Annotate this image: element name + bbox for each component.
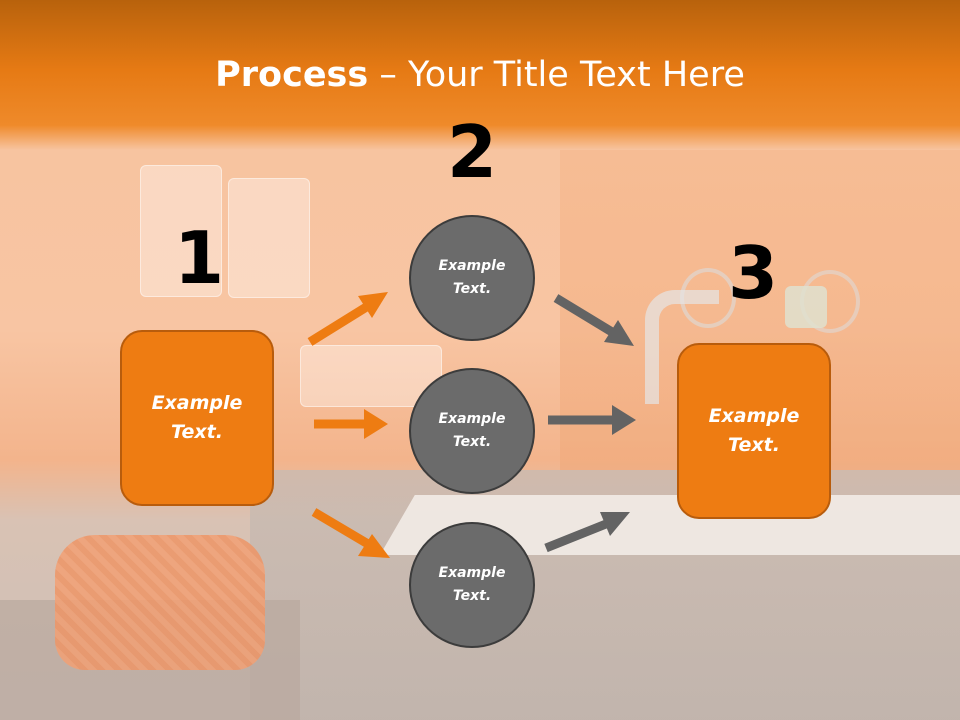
- arrow-bottom-to-3: [544, 512, 630, 553]
- title-rest: – Your Title Text Here: [368, 55, 745, 95]
- background-holder-block: [785, 286, 827, 328]
- slide-title: Process – Your Title Text Here: [0, 52, 960, 98]
- step-1-label: Example Text.: [151, 392, 243, 443]
- step-2-circle-bottom: Example Text.: [409, 522, 535, 648]
- step-number-3: 3: [727, 231, 779, 315]
- step-2-label-bottom: Example Text.: [438, 565, 506, 604]
- step-number-1: 1: [173, 216, 225, 300]
- background-glass-cup: [228, 178, 310, 298]
- step-number-2: 2: [446, 110, 498, 194]
- step-2-circle-middle: Example Text.: [409, 368, 535, 494]
- step-2-label-middle: Example Text.: [438, 411, 506, 450]
- step-2-label-top: Example Text.: [438, 258, 506, 297]
- step-3-label: Example Text.: [708, 405, 800, 456]
- step-2-circle-top: Example Text.: [409, 215, 535, 341]
- background-faucet: [645, 290, 719, 404]
- background-glass-jar: [140, 165, 222, 297]
- arrow-middle-to-3: [548, 405, 636, 435]
- background-towel: [55, 535, 265, 670]
- step-3-box: Example Text.: [677, 343, 831, 519]
- title-bold: Process: [215, 55, 369, 95]
- arrow-1-to-top: [307, 292, 388, 346]
- arrow-1-to-bottom: [311, 508, 390, 558]
- step-1-box: Example Text.: [120, 330, 274, 506]
- arrow-1-to-middle: [314, 409, 388, 439]
- arrow-top-to-3: [553, 294, 634, 346]
